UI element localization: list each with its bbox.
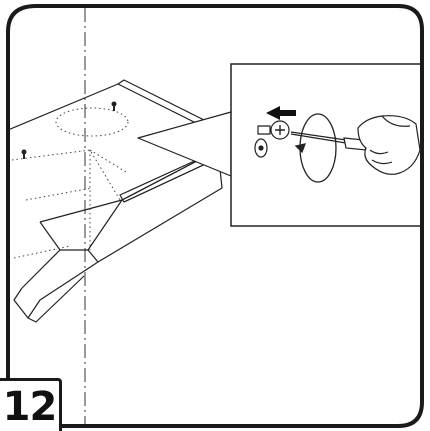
step-number: 12 bbox=[2, 384, 58, 430]
keyhole-screw-icon bbox=[21, 101, 117, 159]
direction-arrow-icon bbox=[266, 106, 296, 120]
cabinet-hood-icon bbox=[7, 79, 237, 323]
rotation-arrow-icon bbox=[294, 113, 337, 183]
hand-icon bbox=[357, 115, 421, 175]
screw-icon bbox=[254, 120, 290, 158]
step-number-badge: 12 bbox=[0, 378, 62, 431]
instruction-frame-left bbox=[6, 4, 37, 378]
hidden-outline bbox=[11, 107, 129, 259]
detail-callout-icon bbox=[137, 111, 232, 177]
